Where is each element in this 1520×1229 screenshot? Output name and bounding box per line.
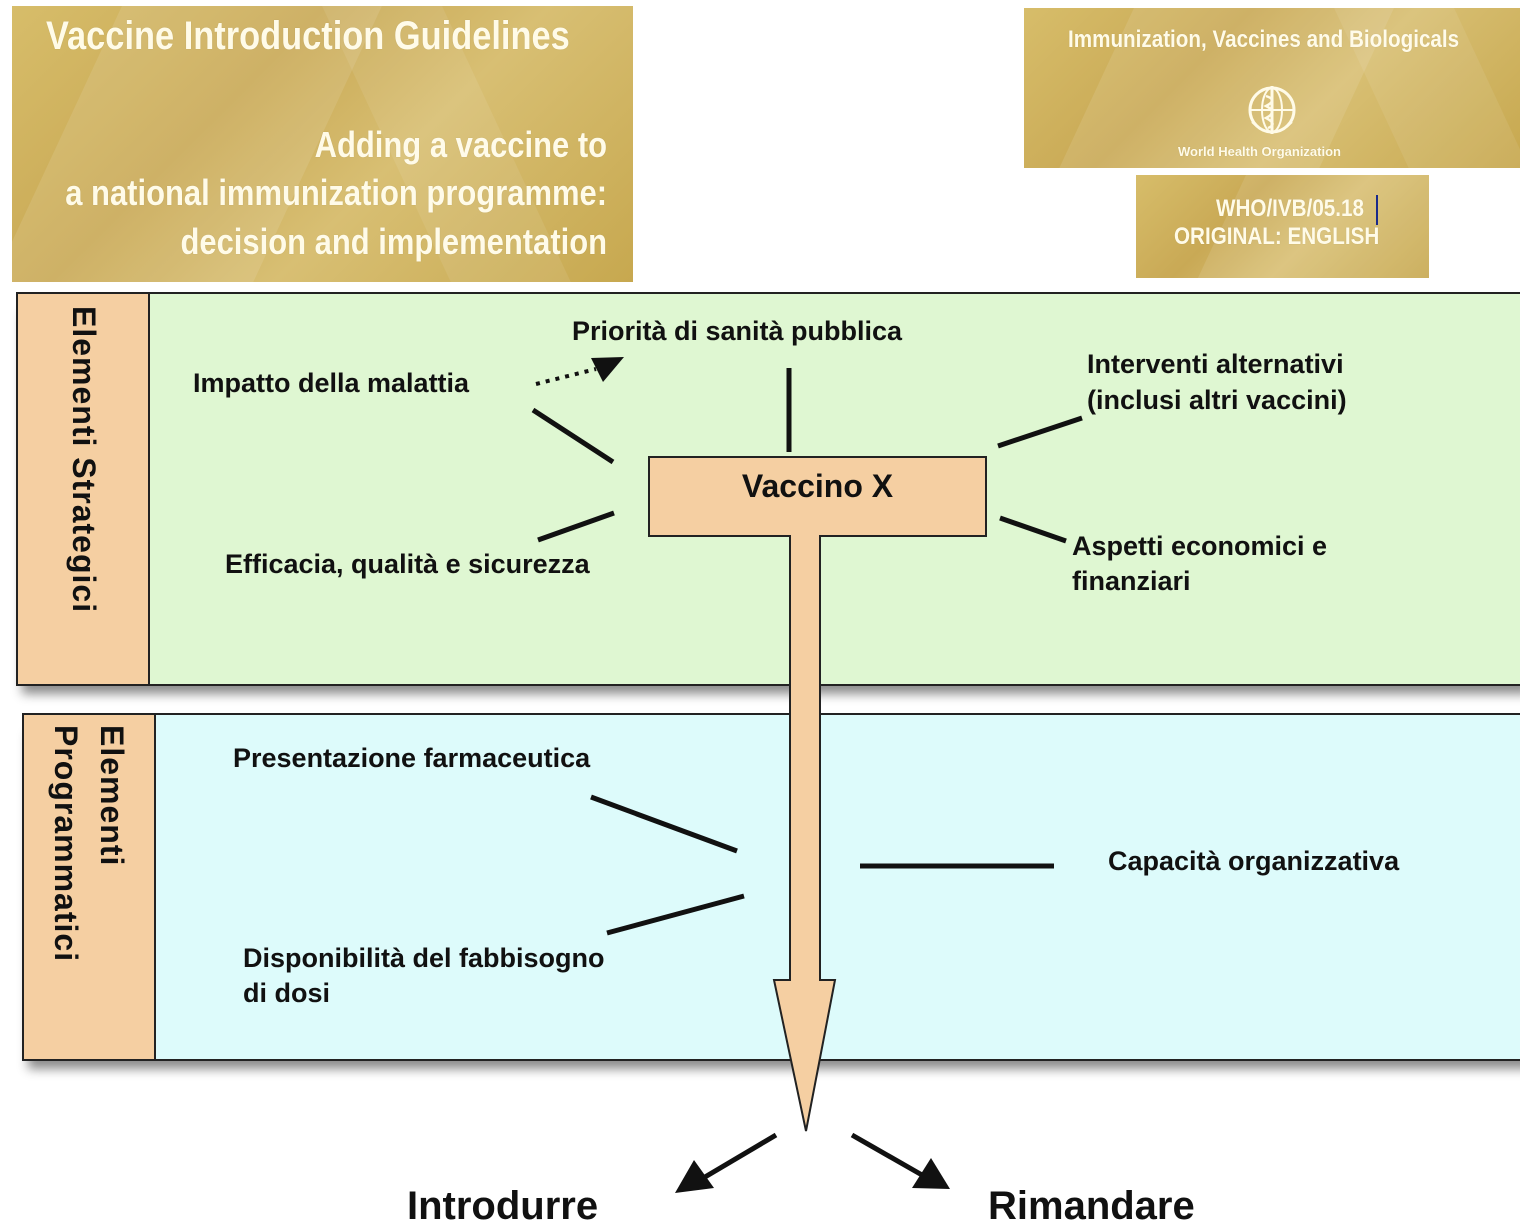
who-emblem-icon [1242,82,1302,142]
text-cursor [1376,195,1378,225]
impact-priority-dotted-arrow [535,367,597,386]
vaccine-x-label: Vaccino X [741,468,894,504]
strategic-label-text: Elementi Strategici [66,306,102,614]
banner-title: Vaccine Introduction Guidelines [46,14,570,58]
postpone-arrow-head [912,1158,950,1189]
postpone-arrow-line [850,1132,924,1178]
alternatives-connector [997,415,1083,449]
who-banner: Immunization, Vaccines and Biologicals W… [1024,8,1520,168]
programmatic-elements-band [22,713,1520,1061]
alternatives-label-1: Interventi alternativi [1087,349,1344,379]
introduce-arrow-head [675,1160,714,1193]
economic-connector [999,515,1067,544]
economic-label-2: finanziari [1072,566,1191,596]
impact-label: Impatto della malattia [193,368,470,398]
presentation-label: Presentazione farmaceutica [233,743,591,773]
alternatives-label-2: (inclusi altri vaccini) [1087,385,1347,415]
who-code-box: WHO/IVB/05.18 ORIGINAL: ENGLISH [1136,175,1429,278]
availability-label-2: di dosi [243,978,330,1008]
impact-connector [531,407,615,465]
programmatic-label-line1: Elementi [94,725,130,867]
efficacy-connector [537,510,615,543]
who-original-language: ORIGINAL: ENGLISH [1174,223,1380,250]
presentation-connector [590,794,738,854]
vaccine-x-box: Vaccino X [648,456,987,537]
capacity-label: Capacità organizzativa [1108,846,1400,876]
economic-label-1: Aspetti economici e [1072,531,1328,561]
strategic-side-label: Elementi Strategici [18,294,150,684]
decision-arrow-shaft-top [791,530,819,542]
postpone-outcome: Rimandare [988,1184,1195,1228]
priority-label: Priorità di sanità pubblica [572,316,903,346]
who-org-name: World Health Organization [1178,144,1341,159]
introduce-arrow-line [703,1132,778,1180]
guidelines-banner: Vaccine Introduction Guidelines Adding a… [12,6,633,282]
availability-connector [606,893,745,936]
dotted-arrow-head [591,357,624,382]
who-document-code: WHO/IVB/05.18 [1216,195,1364,222]
programmatic-label-line2: Programmatici [48,725,84,963]
decision-arrow [772,527,837,1132]
efficacy-label: Efficacia, qualità e sicurezza [225,549,590,579]
introduce-outcome: Introdurre [407,1184,599,1228]
availability-label-1: Disponibilità del fabbisogno [243,943,605,973]
programmatic-side-label: Elementi Programmatici [24,715,156,1059]
